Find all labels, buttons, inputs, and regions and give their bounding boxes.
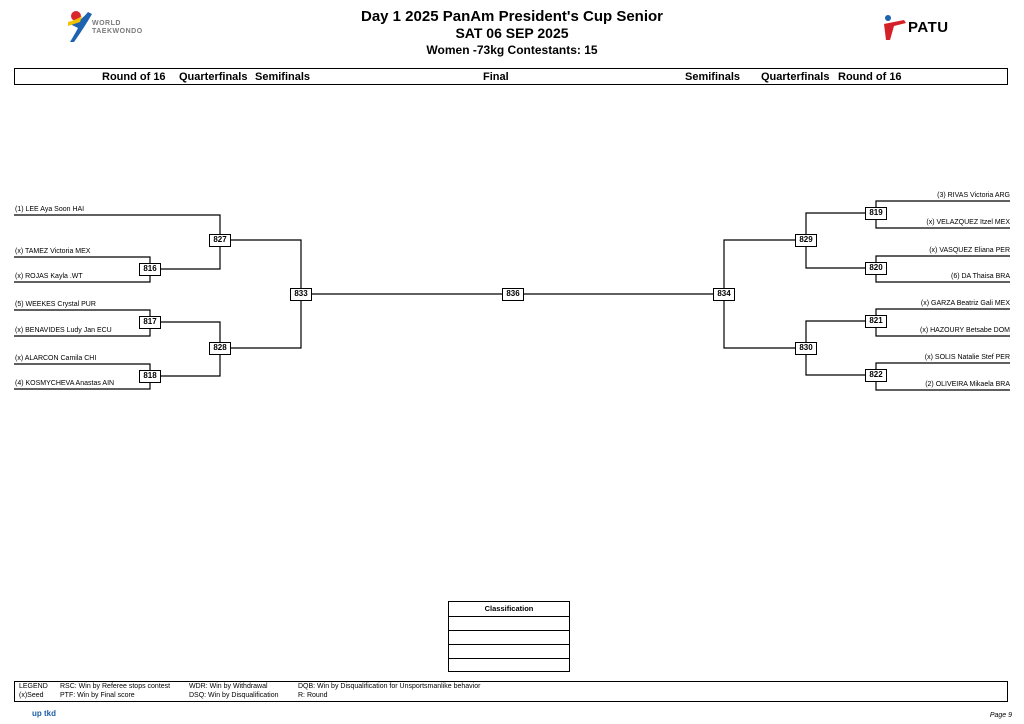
entrant-left-2: (x) TAMEZ Victoria MEX (15, 248, 91, 255)
entrant-right-6: (x) HAZOURY Betsabe DOM (920, 327, 1010, 334)
bracket-line (805, 320, 876, 348)
legend-dqb: DQB: Win by Disqualification for Unsport… (298, 683, 481, 690)
match-box: 821 (865, 315, 887, 328)
entrant-right-4: (6) DA Thaisa BRA (950, 273, 1010, 280)
round-label-left-sf: Semifinals (255, 71, 311, 83)
bracket-line (723, 294, 806, 349)
round-label-right-sf: Semifinals (685, 71, 741, 83)
legend: LEGEND (x)Seed RSC: Win by Referee stops… (14, 681, 1008, 702)
world-taekwondo-logo: WORLD TAEKWONDO (66, 8, 156, 48)
bracket-line (875, 200, 1010, 213)
page-title: Day 1 2025 PanAm President's Cup Senior (360, 8, 663, 25)
legend-wdr: WDR: Win by Withdrawal (189, 683, 268, 690)
round-label-right-qf: Quarterfinals (761, 71, 830, 83)
match-box: 833 (290, 288, 312, 301)
round-label-left-r16: Round of 16 (102, 71, 166, 83)
classification-row (449, 645, 569, 659)
bracket-line (875, 362, 1010, 375)
legend-seed: (x)Seed (19, 692, 44, 699)
bracket-line (220, 239, 302, 294)
entrant-left-5: (x) BENAVIDES Ludy Jan ECU (15, 327, 112, 334)
entrant-left-4: (5) WEEKES Crystal PUR (15, 301, 96, 308)
round-label-left-qf: Quarterfinals (179, 71, 248, 83)
round-header-bar: Round of 16 Quarterfinals Semifinals Fin… (14, 68, 1008, 85)
wt-logo-line1: WORLD (92, 20, 121, 27)
entrant-left-1: (1) LEE Aya Soon HAI (15, 206, 85, 213)
match-box: 818 (139, 370, 161, 383)
uptkd-logo: up tkd (32, 709, 56, 718)
page-number: Page 9 (989, 712, 1012, 719)
event-date: SAT 06 SEP 2025 (455, 25, 569, 41)
entrant-right-1: (3) RIVAS Victoria ARG (937, 192, 1010, 199)
bracket-line (723, 239, 806, 294)
legend-ptf: PTF: Win by Final score (60, 692, 135, 699)
round-label-right-r16: Round of 16 (838, 71, 902, 83)
match-box: 830 (795, 342, 817, 355)
bracket-line (220, 294, 302, 349)
classification-row (449, 617, 569, 631)
round-label-final: Final (483, 71, 509, 83)
wt-logo-line2: TAEKWONDO (92, 28, 143, 35)
entrant-right-3: (x) VASQUEZ Eliana PER (929, 247, 1010, 254)
entrant-right-8: (2) OLIVEIRA Mikaela BRA (925, 381, 1010, 388)
match-box: 816 (139, 263, 161, 276)
entrant-right-5: (x) GARZA Beatriz Gali MEX (920, 300, 1010, 307)
legend-dsq: DSQ: Win by Disqualification (189, 692, 279, 699)
match-box: 822 (865, 369, 887, 382)
match-box: 829 (795, 234, 817, 247)
bracket-line (875, 255, 1010, 268)
entrant-left-6: (x) ALARCON Camila CHI (15, 355, 97, 362)
match-box: 817 (139, 316, 161, 329)
division-info: Women -73kg Contestants: 15 (426, 43, 598, 57)
match-box: 820 (865, 262, 887, 275)
legend-round: R: Round (298, 692, 328, 699)
match-box: 827 (209, 234, 231, 247)
classification-row (449, 658, 569, 671)
patu-logo-text: PATU (908, 19, 949, 36)
bracket-line (14, 256, 151, 269)
match-box-final: 836 (502, 288, 524, 301)
entrant-left-3: (x) ROJAS Kayla .WT (15, 273, 83, 280)
bracket-line (14, 214, 221, 240)
patu-logo: PATU (882, 14, 962, 44)
classification-table: Classification (448, 601, 570, 672)
legend-label: LEGEND (19, 683, 48, 690)
bracket-line (14, 309, 151, 322)
bracket-line (150, 348, 221, 377)
bracket-line (14, 363, 151, 376)
bracket-line (805, 212, 876, 240)
match-box: 828 (209, 342, 231, 355)
bracket-line (805, 348, 876, 376)
match-box: 819 (865, 207, 887, 220)
entrant-right-7: (x) SOLIS Natalie Stef PER (924, 354, 1010, 361)
entrant-right-2: (x) VELAZQUEZ Itzel MEX (926, 219, 1010, 226)
bracket-line (805, 240, 876, 269)
bracket-line (150, 321, 221, 348)
match-box: 834 (713, 288, 735, 301)
bracket-line (150, 240, 221, 270)
classification-row (449, 631, 569, 645)
bracket-line (875, 308, 1010, 321)
entrant-left-7: (4) KOSMYCHEVA Anastas AIN (15, 380, 115, 387)
legend-rsc: RSC: Win by Referee stops contest (60, 683, 171, 690)
classification-title: Classification (449, 602, 569, 617)
